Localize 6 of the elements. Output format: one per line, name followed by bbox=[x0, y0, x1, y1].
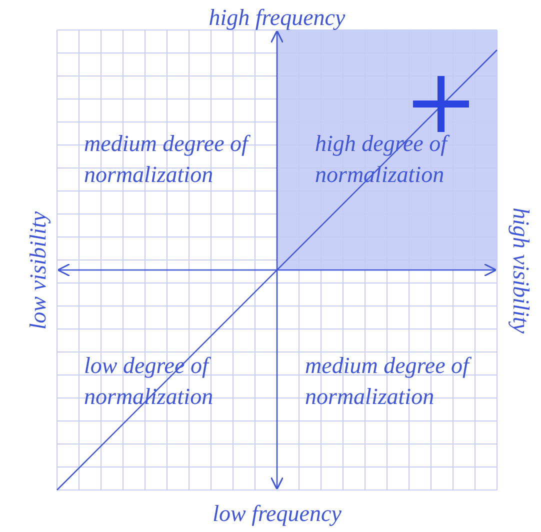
axis-label: low frequency bbox=[212, 500, 342, 528]
axis-label: low visibility bbox=[24, 210, 52, 332]
axis-label: high frequency bbox=[208, 4, 346, 32]
quadrant-label: medium degree of normalization bbox=[305, 350, 495, 412]
quadrant-label: medium degree of normalization bbox=[84, 128, 274, 190]
axis-label: high visibility bbox=[508, 206, 534, 336]
